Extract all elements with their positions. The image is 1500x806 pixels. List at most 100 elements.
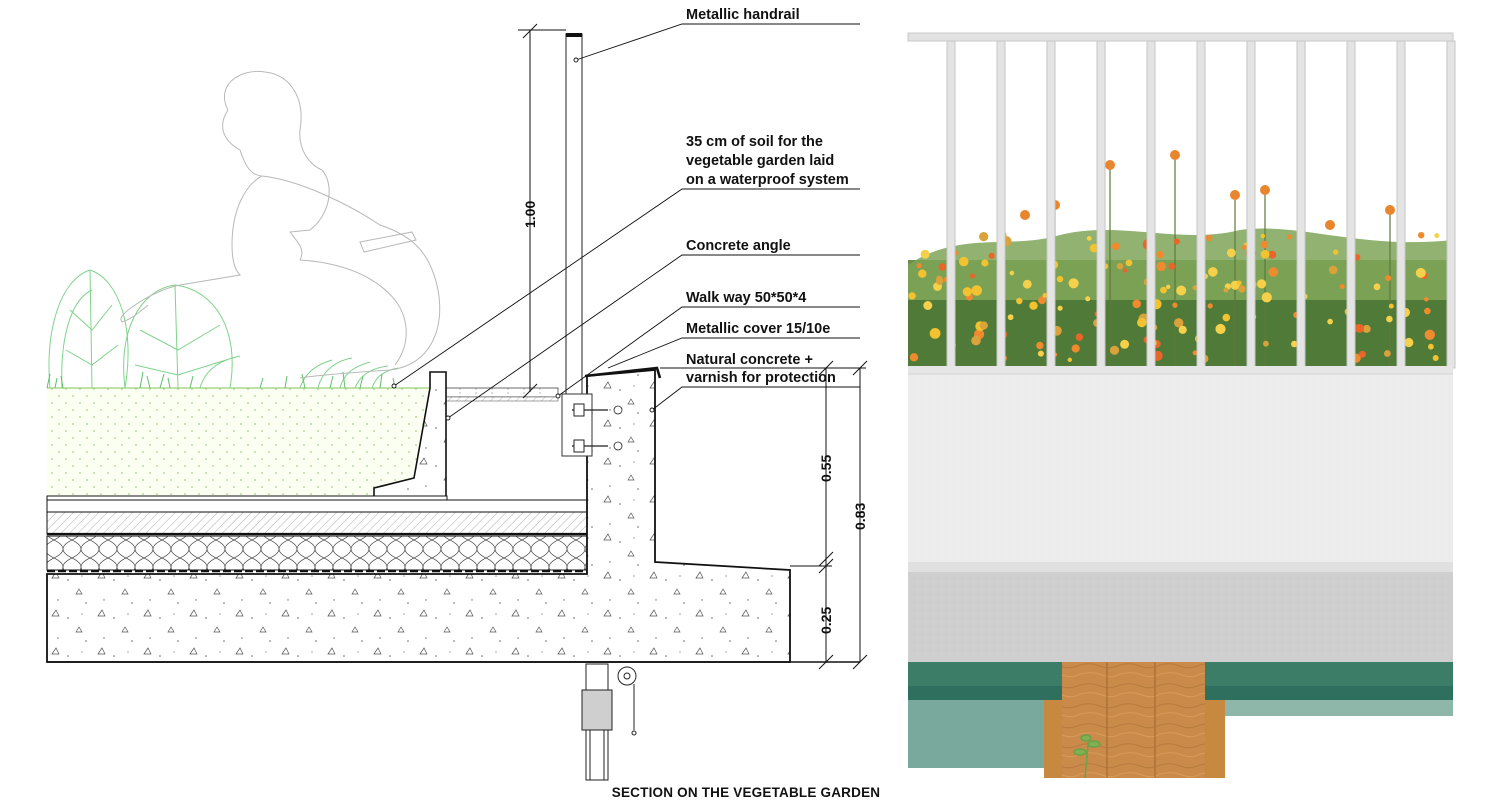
window-zone [908, 662, 1453, 779]
flower-head [1038, 296, 1047, 305]
flower-head [1176, 285, 1187, 296]
callout-concrete-line-1: Natural concrete + [686, 352, 813, 368]
flower-head [1170, 150, 1180, 160]
flower-head [909, 353, 919, 362]
grass-strip [46, 371, 396, 389]
roof-layers [46, 495, 588, 573]
flower-head [1268, 250, 1277, 259]
railing-baluster [1196, 40, 1206, 369]
flower-head [1122, 268, 1128, 273]
callout-walkway: Walk way 50*50*4 [686, 290, 806, 306]
flower-head [1009, 270, 1015, 276]
flower-head [979, 232, 989, 242]
person-outline [120, 70, 441, 379]
flower-head [1260, 240, 1269, 249]
flower-head [1085, 296, 1091, 302]
callout-soil: 35 cm of soil for the vegetable garden l… [686, 134, 849, 188]
flower-head [1192, 350, 1198, 356]
flower-head [1355, 324, 1365, 333]
section-left [46, 23, 868, 781]
dim-right-lines [660, 360, 868, 670]
parapet-wall [908, 368, 1453, 564]
callout-soil-line-2: vegetable garden laid [686, 153, 834, 169]
flower-head [1036, 341, 1044, 350]
flower-head [1192, 285, 1198, 291]
railing-baluster [1146, 40, 1156, 369]
flower-head [1111, 242, 1120, 251]
flower-head [1222, 313, 1231, 322]
railing-baluster [1096, 40, 1106, 369]
flower-head [1137, 317, 1147, 328]
flower-head [1328, 265, 1338, 275]
flower-head [1418, 232, 1425, 239]
dim-parapet-total: 0.83 [852, 503, 868, 530]
flower-head [1029, 301, 1038, 310]
railing-baluster [1346, 40, 1356, 369]
flower-head [1016, 297, 1023, 305]
flower-head [1388, 303, 1394, 309]
callout-soil-line-3: on a waterproof system [686, 172, 849, 188]
flower-head [1156, 250, 1164, 259]
flower-head [1230, 190, 1240, 200]
drawing-caption: SECTION ON THE VEGETABLE GARDEN [612, 785, 880, 800]
flower-head [1386, 315, 1393, 323]
flower-head [1166, 284, 1171, 289]
flower-head [1160, 286, 1167, 294]
flower-head [1125, 259, 1133, 267]
flower-head [1020, 210, 1030, 220]
callout-leaders [391, 23, 860, 421]
soil-bed [47, 388, 430, 496]
flower-head [1434, 233, 1440, 239]
flower-head [1261, 292, 1272, 303]
flower-head [908, 292, 916, 300]
railing-baluster [1296, 40, 1306, 369]
flower-head [1057, 305, 1063, 311]
metallic-cover [584, 366, 662, 379]
flower-head [971, 285, 982, 296]
flower-head [920, 249, 930, 259]
flower-head [1428, 343, 1434, 350]
callout-cover: Metallic cover 15/10e [686, 321, 830, 337]
railing-baluster [1246, 40, 1256, 369]
concrete-angle [373, 371, 447, 501]
railing-baluster [946, 40, 956, 369]
flower-head [1263, 340, 1269, 347]
flower-head [1042, 293, 1048, 298]
flower-head [1291, 340, 1298, 348]
flower-head [1333, 249, 1339, 255]
flower-head [1089, 243, 1099, 253]
flower-head [1208, 267, 1218, 277]
flower-head [1068, 278, 1079, 289]
flower-head [1156, 261, 1166, 272]
flower-head [1384, 350, 1391, 357]
flower-head [979, 321, 988, 330]
flower-head [969, 273, 975, 279]
flower-head [1086, 236, 1092, 241]
flower-head [1385, 205, 1395, 215]
flower-bed [908, 150, 1453, 370]
flower-head [1358, 350, 1366, 358]
flower-head [1404, 337, 1414, 348]
flower-head [1022, 279, 1032, 289]
railing-baluster [1446, 40, 1456, 369]
flower-head [1215, 323, 1226, 335]
flower-head [918, 269, 927, 278]
dim-handrail-line [518, 23, 566, 399]
flower-head [1260, 249, 1270, 259]
flower-head [929, 328, 941, 339]
flower-head [959, 256, 969, 267]
flower-head [1257, 279, 1267, 289]
flower-head [1223, 287, 1229, 293]
flower-head [1339, 284, 1345, 289]
flower-head [1268, 267, 1279, 277]
flower-head [1007, 314, 1014, 321]
flower-head [1327, 318, 1333, 325]
flower-head [1174, 318, 1184, 328]
flower-head [1168, 262, 1176, 270]
flower-head [923, 301, 933, 310]
flower-head [1120, 339, 1130, 349]
flower-head [1071, 344, 1080, 353]
flower-head [971, 335, 981, 346]
flower-head [981, 259, 989, 267]
